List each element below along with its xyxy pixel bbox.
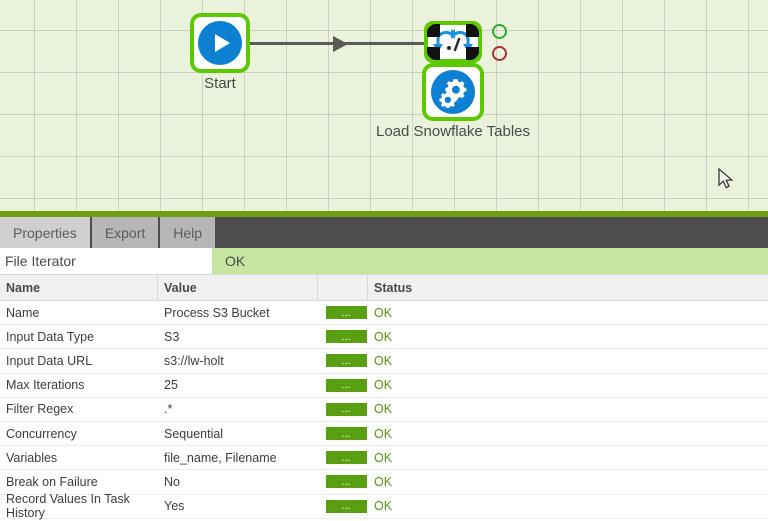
connector-arrowhead xyxy=(333,36,348,52)
table-row[interactable]: Break on Failure No... OK xyxy=(0,470,768,495)
cell-property-value[interactable]: s3://lw-holt xyxy=(164,353,224,368)
node-task[interactable] xyxy=(422,63,484,121)
selection-corner-top-right xyxy=(466,24,479,37)
cell-status: OK xyxy=(374,305,393,320)
cell-property-name: Filter Regex xyxy=(6,402,74,417)
table-row[interactable]: Record Values In Task History Yes... OK xyxy=(0,492,768,521)
ellipsis-button[interactable]: ... xyxy=(325,378,367,392)
cell-action: ... xyxy=(318,495,368,518)
node-start-label: Start xyxy=(204,75,236,92)
panel-tabstrip: Properties Export Help xyxy=(0,217,768,248)
cell-property-value[interactable]: No xyxy=(164,474,180,489)
cell-property-value[interactable]: Sequential xyxy=(164,426,224,441)
tab-help[interactable]: Help xyxy=(160,217,218,248)
mouse-cursor xyxy=(718,167,735,196)
cell-status: OK xyxy=(374,499,393,514)
cell-status: OK xyxy=(374,402,393,417)
cell-action: ... xyxy=(318,470,368,493)
table-row[interactable]: Input Data URL s3://lw-holt... OK xyxy=(0,349,768,374)
cell-action: ... xyxy=(318,398,368,421)
table-row[interactable]: Filter Regex .*... OK xyxy=(0,398,768,422)
cell-status: OK xyxy=(374,378,393,393)
cell-property-value[interactable]: Yes xyxy=(164,499,185,514)
selection-corner-bottom-right xyxy=(466,47,479,60)
cell-property-name: Variables xyxy=(6,450,58,465)
column-header-status: Status xyxy=(374,280,413,295)
table-row[interactable]: Variables file_name, Filename... OK xyxy=(0,446,768,471)
node-task-label: Load Snowflake Tables xyxy=(376,123,530,140)
cell-property-name: Max Iterations xyxy=(6,378,85,393)
cell-property-name: Input Data URL xyxy=(6,353,93,368)
selection-corner-bottom-left xyxy=(427,47,440,60)
play-icon xyxy=(198,21,242,65)
tab-export[interactable]: Export xyxy=(91,217,161,248)
cell-property-value[interactable]: file_name, Filename xyxy=(164,450,277,465)
cell-action: ... xyxy=(318,325,368,348)
table-row[interactable]: Input Data Type S3... OK xyxy=(0,325,768,350)
node-iterator[interactable] xyxy=(424,21,482,63)
cell-property-value[interactable]: Process S3 Bucket xyxy=(164,305,270,320)
cell-status: OK xyxy=(374,329,393,344)
cell-action: ... xyxy=(318,374,368,397)
table-row[interactable]: Name Process S3 Bucket... OK xyxy=(0,301,768,326)
ellipsis-button[interactable]: ... xyxy=(325,475,367,489)
cell-property-value[interactable]: S3 xyxy=(164,329,180,344)
ellipsis-button[interactable]: ... xyxy=(325,451,367,465)
ellipsis-button[interactable]: ... xyxy=(325,306,367,320)
cell-property-name: Name xyxy=(6,305,40,320)
panel-divider-bar xyxy=(0,211,768,217)
component-name: File Iterator xyxy=(0,248,212,274)
ellipsis-button[interactable]: ... xyxy=(325,499,367,513)
cell-status: OK xyxy=(374,474,393,489)
cell-status: OK xyxy=(374,450,393,465)
cell-action: ... xyxy=(318,446,368,469)
ellipsis-button[interactable]: ... xyxy=(325,354,367,368)
table-header-row: Name Value Status xyxy=(0,274,768,301)
column-header-value: Value xyxy=(158,275,318,300)
tab-properties[interactable]: Properties xyxy=(0,217,92,248)
cell-action: ... xyxy=(318,301,368,324)
component-status-badge: OK xyxy=(212,248,768,274)
ellipsis-button[interactable]: ... xyxy=(325,427,367,441)
ellipsis-button[interactable]: ... xyxy=(325,330,367,344)
cell-property-name: Input Data Type xyxy=(6,329,95,344)
cell-property-value[interactable]: 25 xyxy=(164,378,178,393)
cell-property-name: Break on Failure xyxy=(6,474,98,489)
gears-icon xyxy=(431,70,475,114)
failure-dot[interactable] xyxy=(492,46,507,61)
workflow-canvas[interactable]: Start xyxy=(0,0,768,211)
cell-property-value[interactable]: .* xyxy=(164,402,173,417)
column-header-name: Name xyxy=(0,275,158,300)
table-row[interactable]: Max Iterations 25... OK xyxy=(0,374,768,398)
cell-status: OK xyxy=(374,353,393,368)
column-header-action xyxy=(318,275,368,300)
selection-corner-top-left xyxy=(427,24,440,37)
success-dot[interactable] xyxy=(492,24,507,39)
ellipsis-button[interactable]: ... xyxy=(325,402,367,416)
node-start[interactable] xyxy=(190,13,250,73)
cell-status: OK xyxy=(374,426,393,441)
cell-action: ... xyxy=(318,349,368,372)
table-row[interactable]: Concurrency Sequential... OK xyxy=(0,422,768,447)
cell-property-name: Record Values In Task History xyxy=(6,492,130,521)
component-title-row: File Iterator OK xyxy=(0,248,768,274)
cell-property-name: Concurrency xyxy=(6,426,77,441)
cell-action: ... xyxy=(318,422,368,445)
